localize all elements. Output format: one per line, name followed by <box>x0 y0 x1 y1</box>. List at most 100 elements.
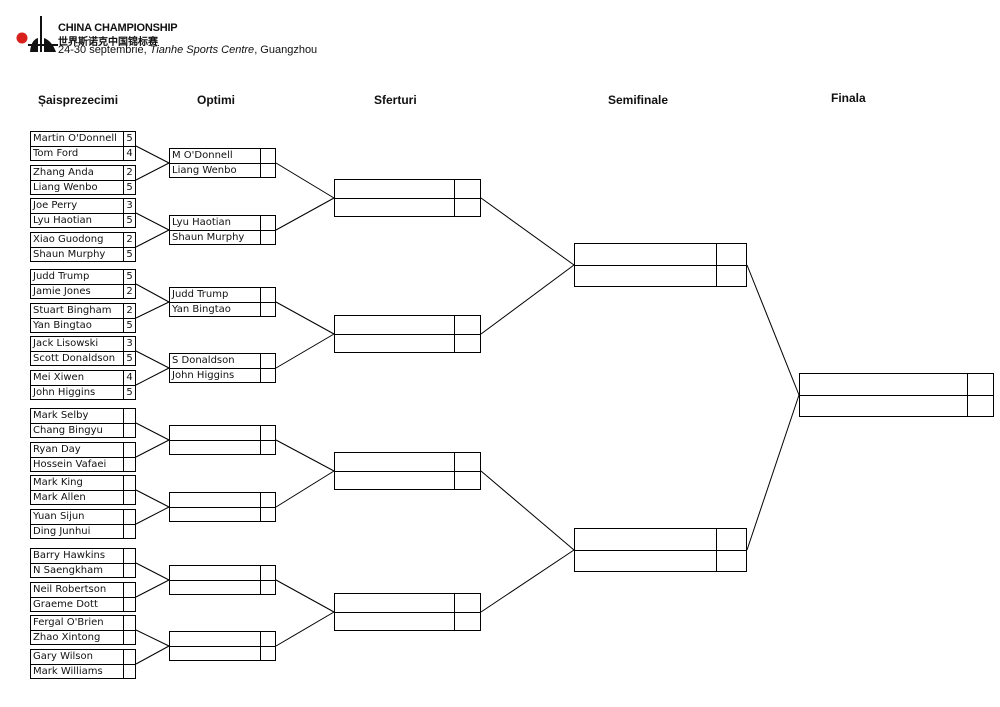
bracket-connector <box>135 645 170 665</box>
player-score <box>260 632 275 646</box>
player-score <box>260 216 275 230</box>
player-score <box>123 665 135 678</box>
event-dates-venue: 24-30 septembrie, Tianhe Sports Centre, … <box>58 44 317 56</box>
bracket-connector <box>480 197 575 266</box>
player-row: Hossein Vafaei <box>31 457 135 471</box>
player-score <box>454 316 480 334</box>
player-name: Judd Trump <box>33 271 90 282</box>
player-row <box>575 550 746 571</box>
player-name: John Higgins <box>33 387 96 398</box>
player-row: Yuan Sijun <box>31 510 135 524</box>
player-row: John Higgins <box>170 368 275 382</box>
event-venue: Tianhe Sports Centre <box>149 44 255 56</box>
quarterfinal-match <box>334 452 481 490</box>
bracket-connector <box>135 301 170 319</box>
round-label-final: Finala <box>831 91 866 105</box>
player-row <box>335 316 480 334</box>
player-name: Zhang Anda <box>33 167 94 178</box>
player-score <box>260 303 275 316</box>
player-name <box>170 647 260 660</box>
player-score <box>260 581 275 594</box>
player-name <box>170 581 260 594</box>
player-score: 5 <box>123 214 135 227</box>
player-score <box>454 335 480 352</box>
bracket-connector <box>135 562 170 581</box>
round-label-last8: Optimi <box>197 93 235 107</box>
player-name: Xiao Guodong <box>33 234 104 245</box>
player-name: Ding Junhui <box>33 526 91 537</box>
bracket-connector <box>480 470 575 551</box>
player-score: 5 <box>123 386 135 399</box>
player-row <box>170 440 275 454</box>
page-title: CHINA CHAMPIONSHIP <box>58 22 178 34</box>
last8-match <box>169 492 276 522</box>
player-score <box>123 525 135 538</box>
player-score <box>123 650 135 664</box>
bracket-connector <box>135 439 170 458</box>
player-name: M O'Donnell <box>172 150 233 161</box>
player-row <box>800 374 993 395</box>
player-score <box>123 409 135 423</box>
quarterfinal-match <box>334 179 481 217</box>
last16-match: Barry Hawkins N Saengkham <box>30 548 136 578</box>
player-row <box>335 453 480 471</box>
player-row: Gary Wilson <box>31 650 135 664</box>
player-score <box>260 288 275 302</box>
player-name: Mark Allen <box>33 492 86 503</box>
player-score: 4 <box>123 147 135 160</box>
player-score <box>123 476 135 490</box>
player-row <box>335 612 480 630</box>
player-row: Shaun Murphy <box>170 230 275 244</box>
player-name: Yuan Sijun <box>33 511 85 522</box>
championship-logo-icon <box>16 16 58 52</box>
player-score <box>454 453 480 471</box>
player-score <box>123 616 135 630</box>
player-name: Jack Lisowski <box>33 338 99 349</box>
player-row <box>170 493 275 507</box>
player-score <box>123 564 135 577</box>
bracket-connector <box>135 212 170 231</box>
player-name: Chang Bingyu <box>33 425 103 436</box>
player-name: Hossein Vafaei <box>33 459 107 470</box>
semifinal-match <box>574 243 747 287</box>
bracket-connector <box>746 394 800 551</box>
player-score <box>260 493 275 507</box>
round-label-last16: Șaisprezecimi <box>38 93 119 107</box>
player-name: Yan Bingtao <box>33 320 92 331</box>
player-score <box>967 374 993 395</box>
player-name: Gary Wilson <box>33 651 93 662</box>
player-row: Mark Selby <box>31 409 135 423</box>
player-name <box>335 335 454 352</box>
player-name <box>575 266 716 286</box>
player-score <box>716 529 746 550</box>
player-name <box>170 441 260 454</box>
player-score: 5 <box>123 270 135 284</box>
player-name: Barry Hawkins <box>33 550 106 561</box>
player-row: Ryan Day <box>31 443 135 457</box>
player-score <box>260 647 275 660</box>
player-name: Shaun Murphy <box>33 249 106 260</box>
bracket-connector <box>135 162 170 181</box>
player-row: N Saengkham <box>31 563 135 577</box>
player-score <box>260 426 275 440</box>
player-row: Judd Trump 5 <box>31 270 135 284</box>
player-name <box>335 594 454 612</box>
player-name <box>170 426 260 440</box>
player-score <box>123 458 135 471</box>
player-row: Mark Allen <box>31 490 135 504</box>
player-score: 5 <box>123 181 135 194</box>
player-row: S Donaldson <box>170 354 275 368</box>
